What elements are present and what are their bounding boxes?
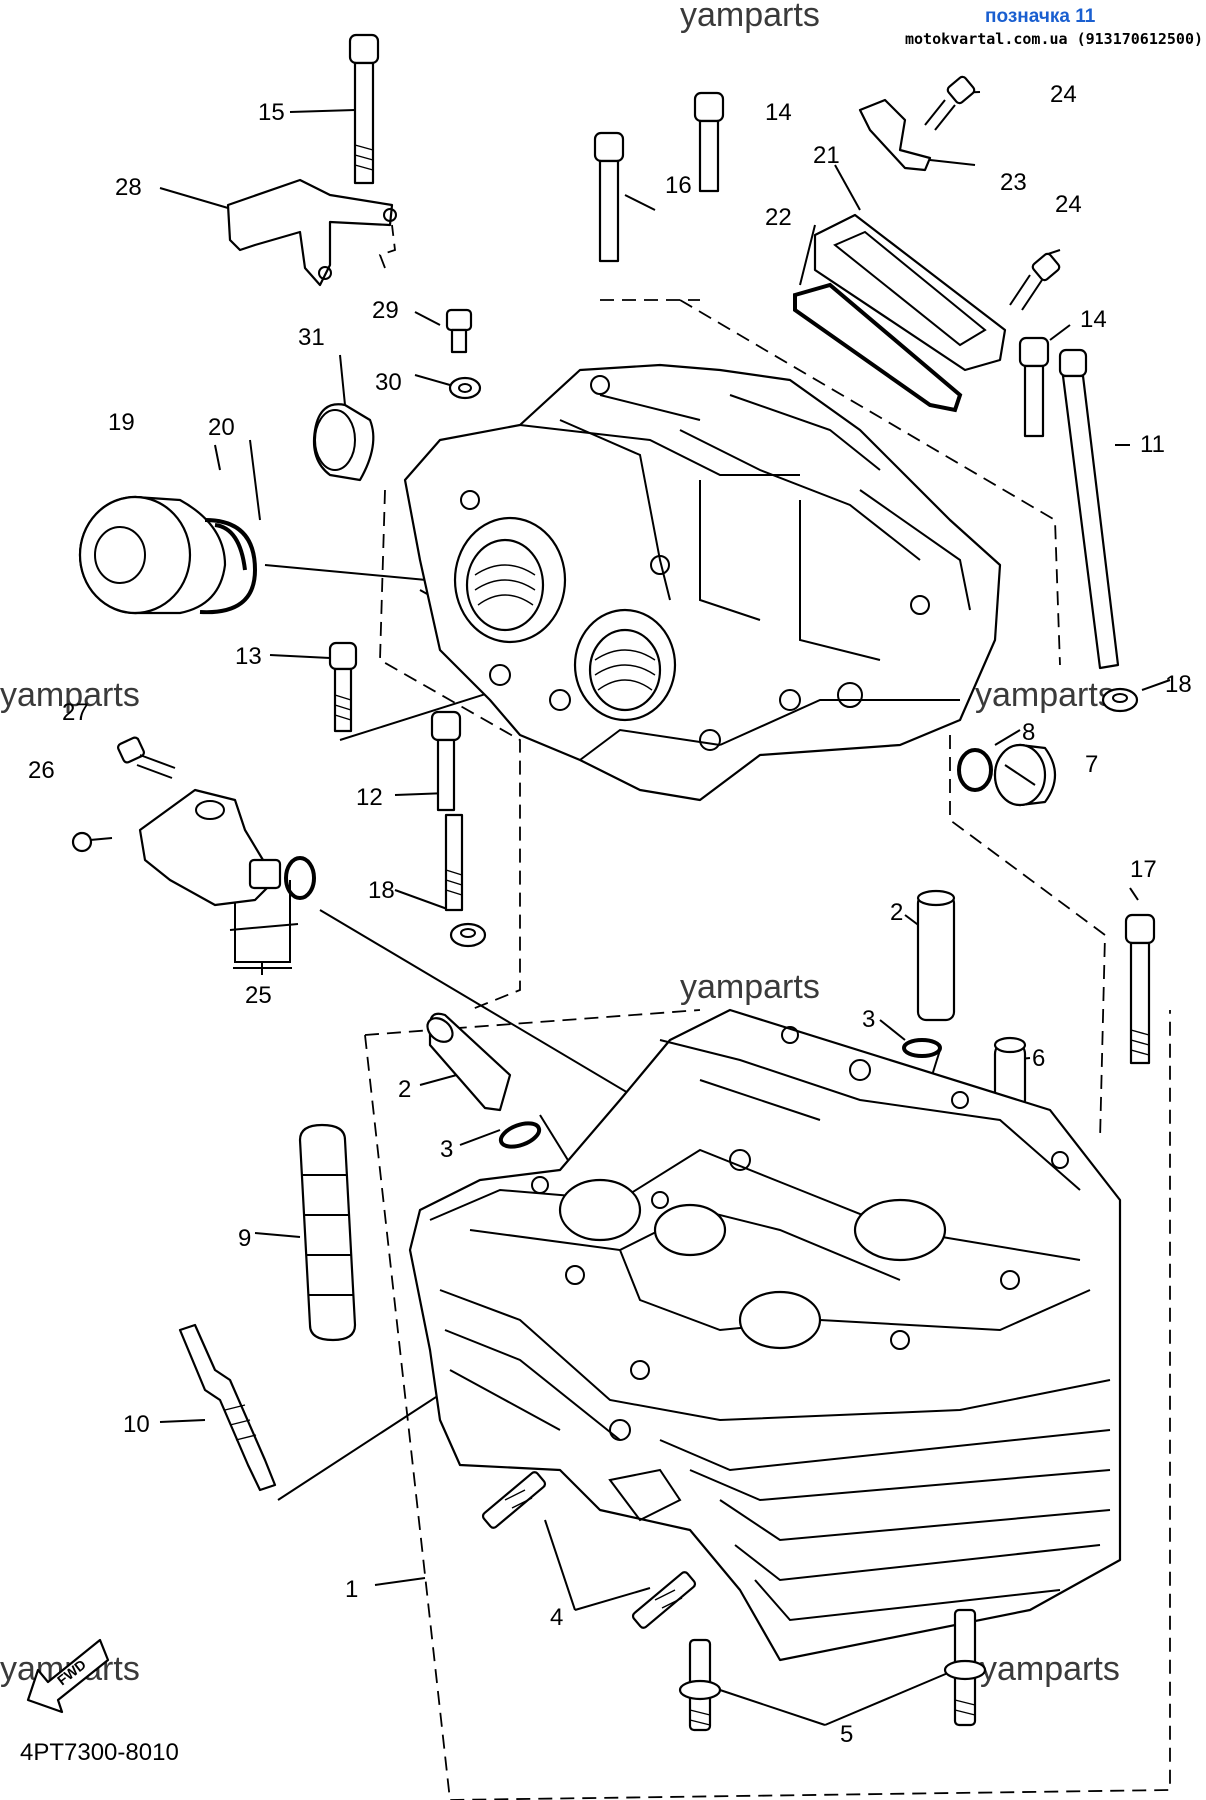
bolt-11 (1058, 348, 1120, 670)
o-ring-20 (199, 518, 258, 615)
bolt-14-right (1018, 336, 1050, 438)
callout-6: 6 (1032, 1045, 1045, 1072)
clip-3-right (902, 1038, 942, 1058)
washer-18-left (449, 922, 487, 948)
diagram-code: 4PT7300-8010 (20, 1739, 179, 1766)
bolt-12 (430, 710, 464, 912)
callout-14-top: 14 (765, 99, 792, 126)
callout-29: 29 (372, 297, 399, 324)
watermark-center: yamparts (680, 968, 820, 1006)
callout-2-right: 2 (890, 899, 903, 926)
o-ring-8 (957, 748, 993, 792)
callout-20: 20 (208, 414, 235, 441)
callout-3-left: 3 (440, 1136, 453, 1163)
stud-5-right (943, 1608, 987, 1727)
source-site: motokvartal.com.ua (913170612500) (905, 30, 1203, 48)
callout-16: 16 (665, 172, 692, 199)
plug-7 (993, 743, 1057, 807)
callout-19: 19 (108, 409, 135, 436)
bolt-14-top (693, 91, 725, 193)
valve-guide-2-right (916, 889, 956, 1022)
callout-23: 23 (1000, 169, 1027, 196)
callout-21: 21 (813, 142, 840, 169)
callout-3-right: 3 (862, 1006, 875, 1033)
washer-18-right (1101, 687, 1139, 713)
callout-9: 9 (238, 1225, 251, 1252)
bolt-15 (348, 33, 380, 185)
callout-30: 30 (375, 369, 402, 396)
callout-28: 28 (115, 174, 142, 201)
assembly-outlines (364, 224, 1171, 1800)
callout-17: 17 (1130, 856, 1157, 883)
stud-4-upper (481, 1471, 547, 1529)
callout-2-left: 2 (398, 1076, 411, 1103)
callout-8: 8 (1022, 719, 1035, 746)
stud-5-left (678, 1638, 722, 1732)
bolt-24-top (924, 75, 976, 131)
spark-plug-10 (178, 1323, 277, 1492)
cover-21 (813, 213, 1007, 372)
callout-18-right: 18 (1165, 671, 1192, 698)
callout-11: 11 (1140, 431, 1165, 458)
callout-7: 7 (1085, 751, 1098, 778)
watermark-right: yamparts (975, 676, 1115, 714)
callout-31: 31 (298, 324, 325, 351)
stud-4-lower (631, 1571, 697, 1629)
watermark-bottom-right: yamparts (980, 1650, 1120, 1688)
page-badge: позначка 11 (985, 6, 1096, 27)
callout-13: 13 (235, 643, 262, 670)
callout-1: 1 (345, 1576, 358, 1603)
bolt-16 (593, 131, 625, 263)
valve-guide-2-left (426, 1012, 512, 1112)
tensioner-25 (138, 788, 316, 907)
callout-12: 12 (356, 784, 383, 811)
clip-3-left (498, 1121, 542, 1149)
callout-15: 15 (258, 99, 285, 126)
bolt-13 (328, 641, 358, 733)
bracket-28 (226, 178, 397, 287)
shaft-9 (298, 1123, 357, 1342)
watermark-top: yamparts (680, 0, 820, 34)
bolt-17 (1124, 913, 1156, 1065)
callout-14-right: 14 (1080, 306, 1107, 333)
cylinder-head-1 (408, 1008, 1122, 1662)
callout-labels: 1 2 2 3 3 4 5 6 7 8 9 10 11 12 13 14 14 … (28, 81, 1192, 1748)
callout-25: 25 (245, 982, 272, 1009)
callout-10: 10 (123, 1411, 150, 1438)
callout-5: 5 (840, 1721, 853, 1748)
callout-24-right: 24 (1055, 191, 1082, 218)
callout-24-top: 24 (1050, 81, 1077, 108)
callout-18-left: 18 (368, 877, 395, 904)
callout-27: 27 (62, 699, 89, 726)
clamp-23 (858, 98, 932, 172)
bolt-27 (117, 736, 176, 779)
plug-19 (78, 495, 227, 615)
screw-26 (71, 831, 113, 853)
washer-30 (448, 376, 482, 400)
callout-4: 4 (550, 1604, 563, 1631)
callout-22: 22 (765, 204, 792, 231)
valve-cover (403, 363, 1002, 802)
cap-31 (312, 403, 375, 482)
callout-26: 26 (28, 757, 55, 784)
bolt-29 (445, 308, 473, 354)
o-ring-22 (793, 282, 963, 413)
watermark-left: yamparts (0, 676, 140, 714)
bolt-24-right (1009, 252, 1061, 311)
